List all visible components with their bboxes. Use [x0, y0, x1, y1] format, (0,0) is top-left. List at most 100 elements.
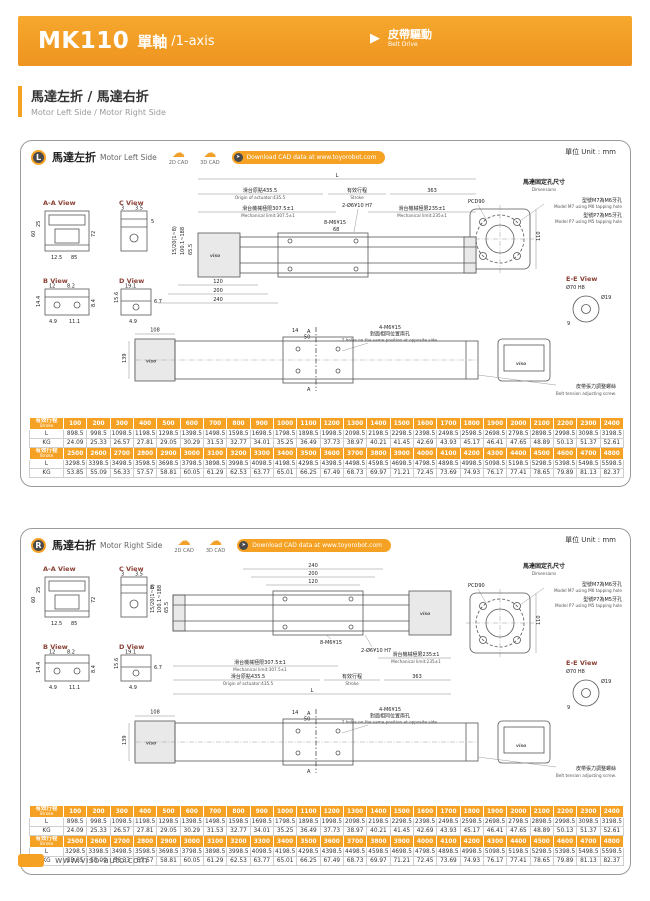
table-cell: 3300: [249, 447, 274, 460]
panel-motor-left: 單位 Unit : mm L 馬達左折 Motor Left Side ☁ 2D…: [20, 140, 631, 487]
table-cell: 2198.5: [366, 429, 391, 439]
table-cell: 65.01: [272, 468, 298, 478]
table-cell: 41.45: [389, 438, 414, 448]
table-cell: 4698.5: [389, 847, 414, 857]
table-cell: 27.81: [132, 438, 158, 448]
page-title: MK110: [38, 28, 130, 54]
table-cell: 50.13: [552, 826, 578, 836]
table-cell: 4398.5: [319, 459, 344, 469]
table-cell: 3100: [202, 447, 228, 460]
table-cell: 31.53: [202, 438, 228, 448]
detail-views-use: [30, 564, 163, 692]
dim-label: 65.5: [188, 244, 194, 255]
table-cell: 400: [132, 417, 158, 430]
download-cad-button[interactable]: ➤ Download CAD data at www.toyorobot.com: [237, 538, 391, 552]
download-label: Download CAD data at www.toyorobot.com: [246, 153, 377, 161]
table-cell: 100: [62, 417, 88, 430]
table-cell: 998.5: [86, 817, 111, 827]
table-cell: 5498.5: [576, 847, 601, 857]
footer-url[interactable]: www.viso-auto.com: [55, 855, 148, 866]
table-cell: 3798.5: [179, 459, 204, 469]
table-cell: 71.21: [389, 856, 414, 866]
table-cell: 1198.5: [132, 429, 158, 439]
table-cell: 26.57: [109, 826, 134, 836]
table-cell: 1498.5: [202, 817, 228, 827]
table-cell: 5198.5: [506, 847, 531, 857]
table-cell: 25.33: [86, 826, 111, 836]
table-cell: 700: [202, 417, 228, 430]
table-cell: 5498.5: [576, 459, 601, 469]
table-cell: 4298.5: [296, 459, 321, 469]
dim-label: 滑台原點435.5: [243, 187, 277, 194]
table-cell: 2200: [552, 417, 578, 430]
table-cell: 55.09: [86, 468, 111, 478]
cad-3d-button[interactable]: ☁ 3D CAD: [206, 535, 225, 554]
table-cell: 3700: [342, 835, 368, 848]
table-cell: 68.73: [342, 468, 368, 478]
table-cell: 47.65: [506, 826, 531, 836]
table-cell: 1598.5: [226, 817, 251, 827]
table-cell: 62.53: [226, 856, 251, 866]
table-cell: 600: [179, 805, 204, 818]
cad-3d-button[interactable]: ☁ 3D CAD: [200, 147, 219, 166]
table-cell: 3698.5: [156, 847, 181, 857]
table-cell: 4098.5: [249, 459, 274, 469]
table-cell: 1898.5: [296, 429, 321, 439]
panel-left-header: L 馬達左折 Motor Left Side ☁ 2D CAD ☁ 3D CAD…: [31, 146, 386, 166]
table-cell: 2200: [552, 805, 578, 818]
detail-views-use: [30, 198, 163, 326]
table-cell: 4100: [436, 835, 461, 848]
table-cell: 4600: [552, 447, 578, 460]
table-cell: 5298.5: [529, 459, 554, 469]
download-cad-button[interactable]: ➤ Download CAD data at www.toyorobot.com: [231, 150, 386, 164]
table-cell: 37.73: [319, 826, 344, 836]
dim-label: 100.1~188: [180, 227, 186, 255]
table-cell: 48.89: [529, 438, 554, 448]
dim-label: 120: [308, 579, 318, 585]
table-cell: 61.29: [202, 468, 228, 478]
cloud-icon: ☁: [171, 146, 185, 161]
table-cell: 1298.5: [156, 817, 181, 827]
table-cell: 1200: [319, 805, 344, 818]
table-cell: 60.05: [179, 856, 204, 866]
table-cell: 3998.5: [226, 847, 251, 857]
table-cell: 2598.5: [459, 817, 484, 827]
table-cell: 4098.5: [249, 847, 274, 857]
table-cell: 1600: [412, 417, 438, 430]
table-cell: 2898.5: [529, 817, 554, 827]
table-cell: 2098.5: [342, 429, 368, 439]
table-cell: 4798.5: [412, 459, 438, 469]
table-cell: 3198.5: [599, 429, 625, 439]
table-cell: 1498.5: [202, 429, 228, 439]
table-cell: 61.29: [202, 856, 228, 866]
table-cell: 81.13: [576, 468, 601, 478]
table-cell: 1398.5: [179, 429, 204, 439]
table-cell: 898.5: [62, 817, 88, 827]
table-cell: 2100: [529, 417, 554, 430]
table-cell: 1400: [366, 417, 391, 430]
axis-label-en: /1-axis: [171, 33, 215, 49]
table-cell: 4300: [482, 835, 508, 848]
table-cell: 63.77: [249, 468, 274, 478]
cad-2d-button[interactable]: ☁ 2D CAD: [169, 146, 188, 166]
drive-label-en: Belt Drive: [388, 41, 418, 48]
cad-2d-button[interactable]: ☁ 2D CAD: [174, 535, 193, 554]
dim-label: Origin of actuator:435.5: [235, 195, 286, 200]
dim-label: 滑台機械極限307.5±1: [234, 659, 286, 666]
table-cell: 1900: [482, 805, 508, 818]
table-cell: 800: [226, 805, 251, 818]
badge-left: L: [31, 149, 46, 165]
table-cell: 63.77: [249, 856, 274, 866]
table-cell: 4198.5: [272, 459, 298, 469]
table-cell: 5198.5: [506, 459, 531, 469]
table-cell: 1300: [342, 805, 368, 818]
table-cell: 68.73: [342, 856, 368, 866]
